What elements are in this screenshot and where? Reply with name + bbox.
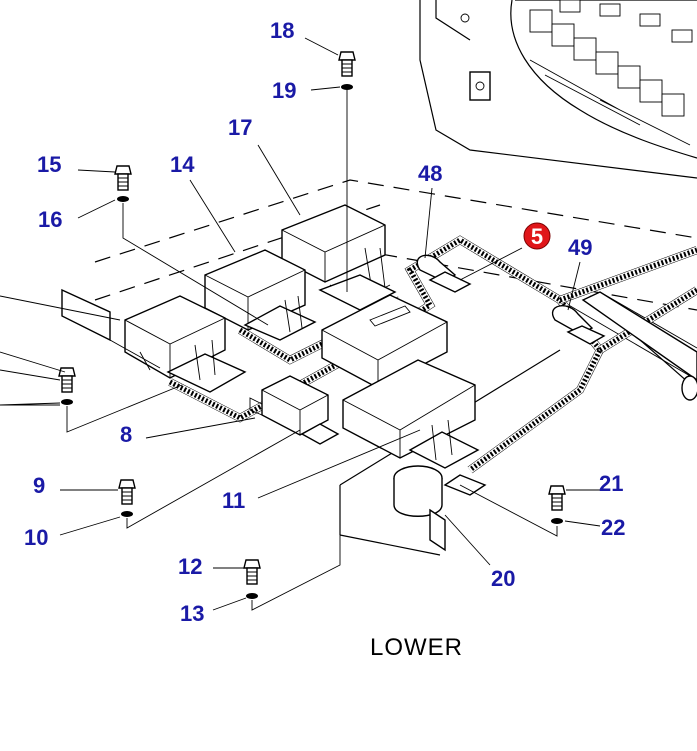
callout-8: 8 <box>120 422 132 447</box>
washer-19 <box>341 84 353 90</box>
buzzer-20 <box>393 465 487 552</box>
right-bracket <box>581 291 697 401</box>
callout-16: 16 <box>38 207 62 232</box>
washer-10 <box>121 511 133 517</box>
bolt-9 <box>118 479 136 505</box>
callout-5-marker: 5 <box>523 222 551 250</box>
callout-22: 22 <box>601 515 625 540</box>
callout-12: 12 <box>178 554 202 579</box>
relay-8 <box>249 375 340 445</box>
view-caption: LOWER <box>370 634 463 661</box>
callout-10: 10 <box>24 525 48 550</box>
controller-unit <box>321 294 480 469</box>
callout-48: 48 <box>418 161 442 186</box>
callout-5: 5 <box>531 224 543 249</box>
callout-19: 19 <box>272 78 296 103</box>
bolt-9-upper <box>58 367 76 405</box>
callout-15: 15 <box>37 152 61 177</box>
clamp-49 <box>552 305 606 345</box>
callout-9: 9 <box>33 473 45 498</box>
callout-49: 49 <box>568 235 592 260</box>
washer-22 <box>551 518 563 524</box>
bolt-18 <box>338 51 356 77</box>
callout-11: 11 <box>222 488 245 513</box>
washer-16 <box>117 196 129 202</box>
callout-18: 18 <box>270 18 294 43</box>
callout-14: 14 <box>170 152 195 177</box>
base-plate <box>0 0 697 556</box>
clamp-48 <box>416 254 472 293</box>
callout-20: 20 <box>491 566 515 591</box>
callout-13: 13 <box>180 601 204 626</box>
bolt-12 <box>243 559 261 585</box>
callouts: 18 19 17 15 14 16 48 5 49 8 9 10 11 21 2… <box>24 18 625 626</box>
callout-21: 21 <box>599 471 623 496</box>
callout-17: 17 <box>228 115 252 140</box>
bolt-15 <box>114 165 132 191</box>
relay-left <box>61 288 247 393</box>
washer-13 <box>246 593 258 599</box>
leader-lines <box>0 37 601 611</box>
fuse-box <box>460 0 697 159</box>
bolt-21 <box>548 485 566 511</box>
